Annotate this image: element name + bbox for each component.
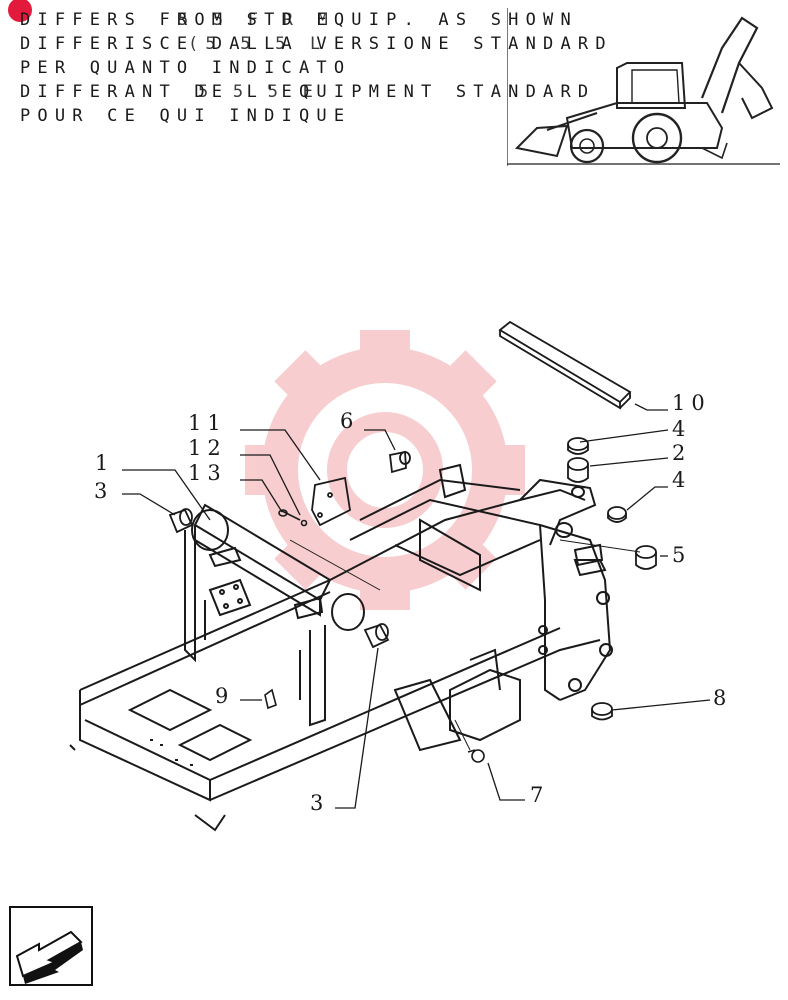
- callout-4-right: 4: [672, 468, 691, 492]
- leader-lines: [122, 403, 711, 809]
- overlay-code-3: 5 5 5 E: [198, 82, 321, 102]
- callout-13: 13: [188, 461, 227, 485]
- part-4-washer-right: [607, 506, 627, 523]
- header-line-1: DIFFERS FROM STD EQUIP. AS SHOWN: [20, 10, 578, 30]
- callout-3-left: 3: [94, 479, 113, 503]
- callout-5: 5: [672, 543, 691, 567]
- watermark-gear-icon: [245, 330, 525, 610]
- header-line-5: POUR CE QUI INDIQUE: [20, 106, 352, 126]
- part-7-plug: [467, 749, 485, 763]
- part-6-bolt: [389, 450, 411, 474]
- part-5-bushing: [635, 545, 657, 570]
- callout-3-bottom: 3: [310, 791, 329, 815]
- overlay-code-2: (5 5 5 L: [188, 34, 328, 54]
- callout-12: 12: [188, 436, 227, 460]
- overlay-code-1: 5 5 F R M: [178, 10, 335, 30]
- callout-4-top: 4: [672, 417, 691, 441]
- callout-8: 8: [713, 686, 732, 710]
- callout-6: 6: [340, 409, 359, 433]
- backhoe-loader-icon: [507, 8, 780, 166]
- part-8-pad: [591, 702, 613, 721]
- part-11-bracket: [311, 476, 351, 527]
- previous-page-arrow-icon[interactable]: [9, 906, 93, 986]
- part-4-washer-top: [567, 437, 589, 455]
- part-9-plug: [264, 688, 277, 710]
- callout-7: 7: [530, 783, 549, 807]
- page-badge: [8, 0, 32, 22]
- header-line-2: DIFFERISCE DALLA VERSIONE STANDARD: [20, 34, 613, 54]
- part-12-13-screw: [278, 509, 308, 527]
- part-10-bar: [498, 320, 632, 410]
- callout-1: 1: [95, 451, 114, 475]
- part-2-spacer: [567, 457, 589, 483]
- header-line-4: DIFFERANT DE L'EQUIPMENT STANDARD: [20, 82, 596, 102]
- callout-10: 10: [672, 391, 711, 415]
- part-3-bushing-center: [363, 623, 390, 649]
- leader-line-guides: [289, 539, 641, 751]
- part-3-bushing-left: [168, 508, 194, 534]
- main-frame: [69, 463, 613, 832]
- callout-2: 2: [672, 441, 691, 465]
- header-line-3: PER QUANTO INDICATO: [20, 58, 352, 78]
- callout-11: 11: [188, 411, 227, 435]
- callout-9: 9: [215, 684, 234, 708]
